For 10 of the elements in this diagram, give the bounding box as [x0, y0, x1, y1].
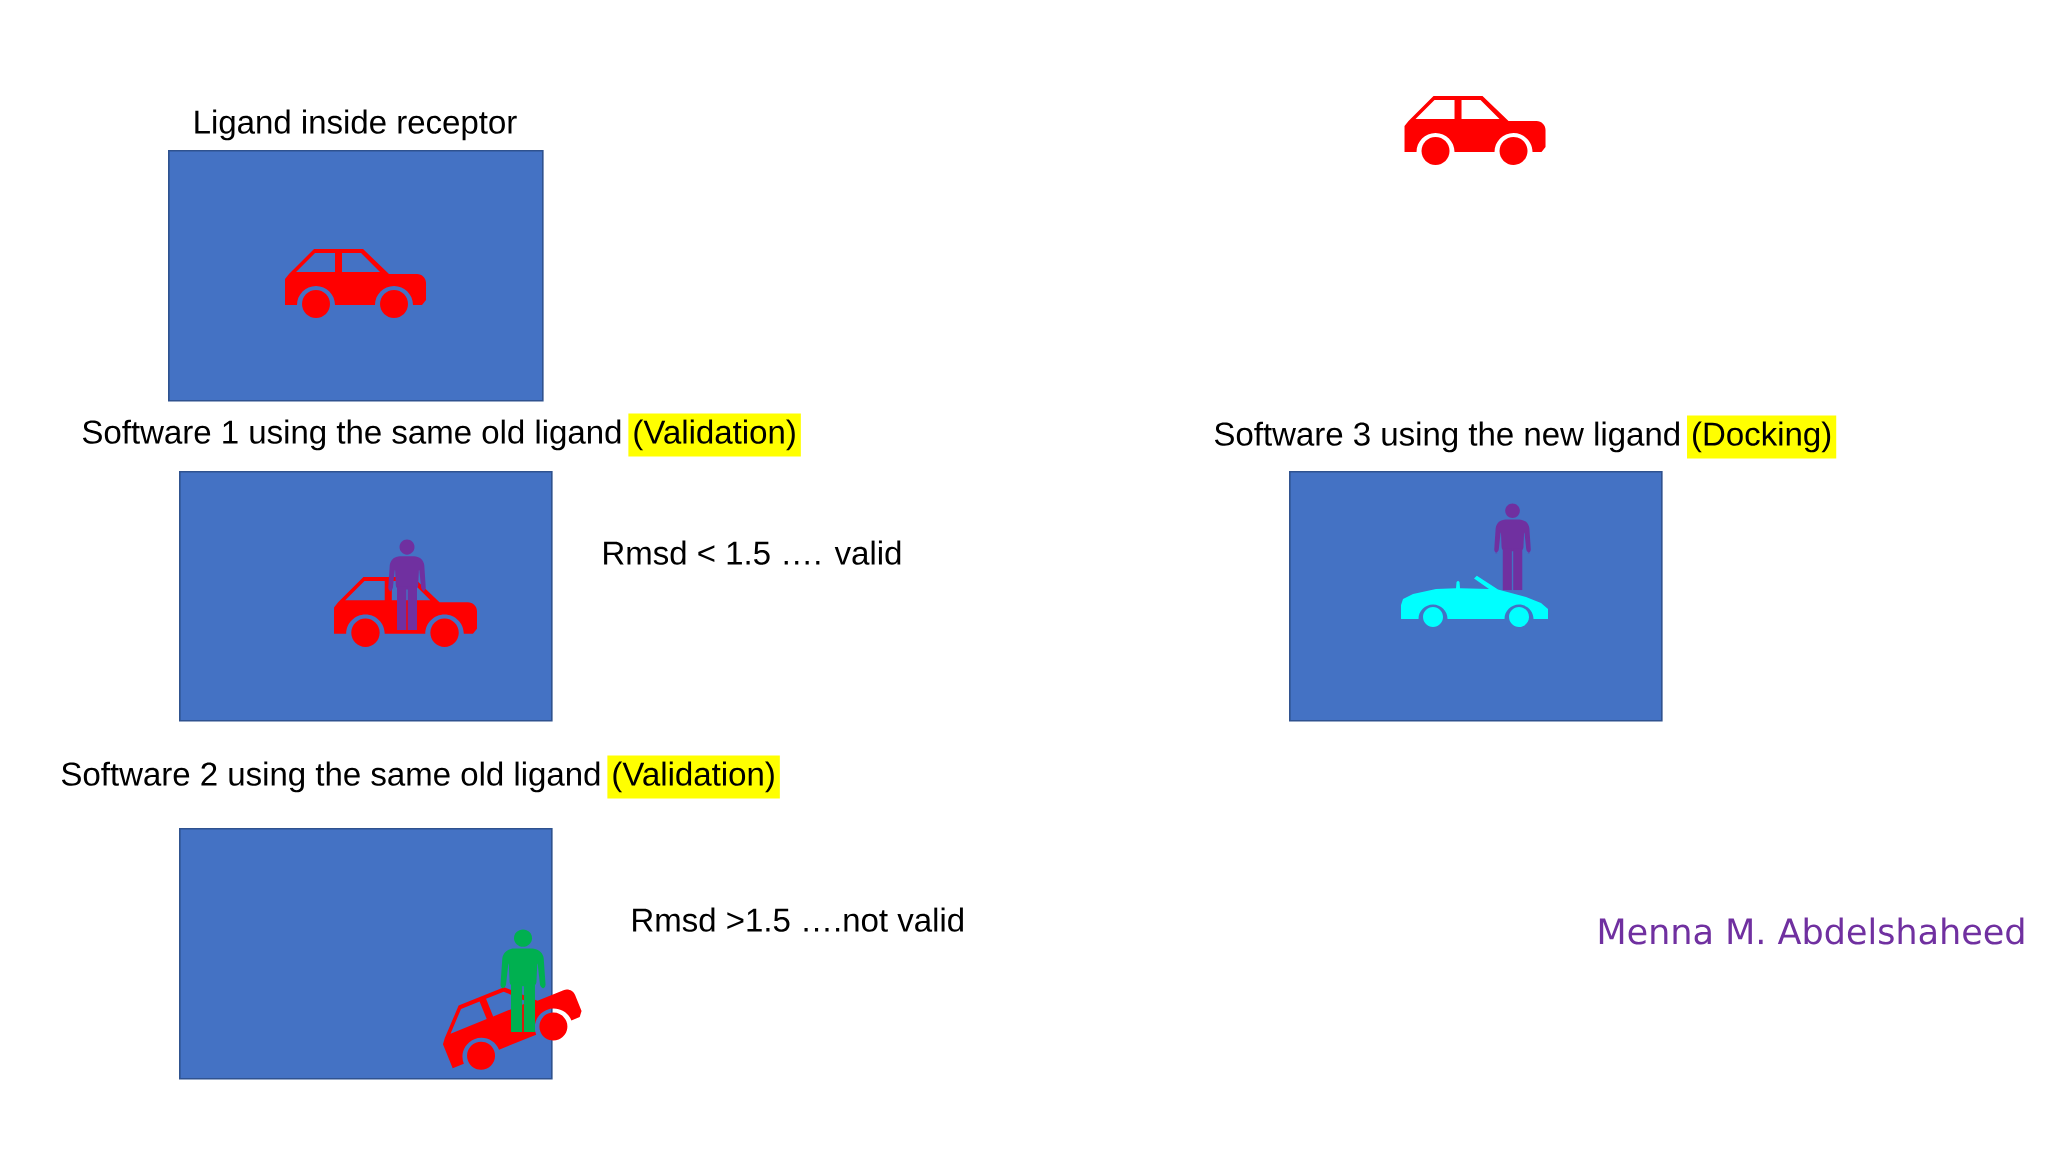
author-name: Menna M. Abdelshaheed: [1599, 917, 2024, 945]
result-text: Rmsd < 1.5 …. valid: [604, 540, 901, 565]
panel-heading: Software 3 using the new ligand: [1214, 421, 1679, 453]
result-text: Rmsd >1.5 ….not valid: [633, 907, 963, 932]
panel-heading: Ligand inside receptor: [195, 109, 517, 141]
highlighted-label: (Validation): [607, 755, 780, 799]
panel-heading: Software 1 using the same old ligand: [82, 419, 621, 451]
highlighted-label: (Docking): [1687, 415, 1837, 459]
panel-heading: Software 2 using the same old ligand: [61, 761, 600, 793]
highlighted-label: (Validation): [628, 413, 801, 457]
